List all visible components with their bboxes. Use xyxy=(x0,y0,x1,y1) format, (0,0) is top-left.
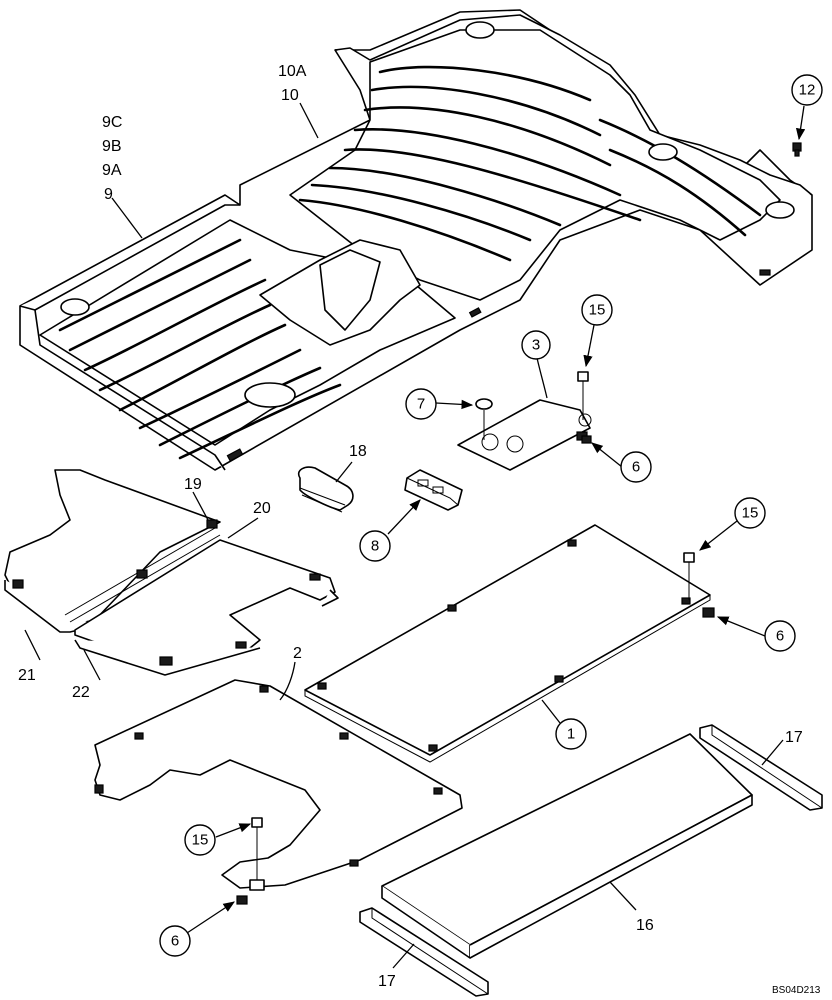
callout-12: 12 xyxy=(791,74,823,106)
callout-6-bottom-text: 6 xyxy=(171,933,179,950)
bolt-15b xyxy=(683,552,695,600)
callout-1: 1 xyxy=(555,718,587,750)
mat-panel-19-21 xyxy=(4,469,221,633)
label-21: 21 xyxy=(18,667,36,684)
strip-17-lower xyxy=(359,907,489,997)
callout-6-bottom: 6 xyxy=(159,925,191,957)
callout-7: 7 xyxy=(405,388,437,420)
callout-15-bottom-text: 15 xyxy=(192,832,209,849)
label-17-upper: 17 xyxy=(785,729,803,746)
callout-15-top: 15 xyxy=(581,294,613,326)
plug-7 xyxy=(475,398,493,440)
mat-2 xyxy=(94,679,463,889)
bolt-15c xyxy=(249,817,265,891)
nut-6c xyxy=(236,895,248,905)
label-9b: 9B xyxy=(102,138,122,155)
cover-plate-3 xyxy=(457,399,592,471)
callout-12-text: 12 xyxy=(799,82,816,99)
block-8 xyxy=(404,469,463,511)
callout-15-right: 15 xyxy=(734,497,766,529)
callout-8-text: 8 xyxy=(371,538,379,555)
pad-16 xyxy=(381,733,753,959)
label-19: 19 xyxy=(184,476,202,493)
nut-6a xyxy=(581,435,592,444)
leader-lines xyxy=(24,102,806,969)
drawing-code: BS04D213 xyxy=(772,985,821,996)
grommet-18 xyxy=(297,466,354,513)
callout-6-top-text: 6 xyxy=(632,459,640,476)
bolt-15a xyxy=(577,371,589,420)
callout-6-top: 6 xyxy=(620,451,652,483)
front-slats xyxy=(58,238,342,460)
rear-slats xyxy=(298,65,762,262)
callout-6-right: 6 xyxy=(764,620,796,652)
panel-1 xyxy=(304,524,711,763)
label-20: 20 xyxy=(253,500,271,517)
nut-6b xyxy=(702,607,715,618)
label-18: 18 xyxy=(349,443,367,460)
callout-1-text: 1 xyxy=(567,726,575,743)
label-9c: 9C xyxy=(102,114,122,131)
callout-7-text: 7 xyxy=(417,396,425,413)
label-22: 22 xyxy=(72,684,90,701)
callout-15-right-text: 15 xyxy=(742,505,759,522)
callout-15-bottom: 15 xyxy=(184,824,216,856)
strip-17-upper xyxy=(699,724,823,811)
callout-15-top-text: 15 xyxy=(589,302,606,319)
callout-8: 8 xyxy=(359,530,391,562)
callout-3: 3 xyxy=(521,330,551,360)
label-10: 10 xyxy=(281,87,299,104)
label-2: 2 xyxy=(293,645,302,662)
mat-panel-20-22 xyxy=(74,539,339,676)
label-9a: 9A xyxy=(102,162,122,179)
bolt-12 xyxy=(792,142,802,157)
floor-mat-assembly xyxy=(19,9,813,471)
label-9: 9 xyxy=(104,186,113,203)
label-17-lower: 17 xyxy=(378,973,396,990)
label-10a: 10A xyxy=(278,63,307,80)
callout-3-text: 3 xyxy=(532,337,540,354)
callout-6-right-text: 6 xyxy=(776,628,784,645)
label-16: 16 xyxy=(636,917,654,934)
